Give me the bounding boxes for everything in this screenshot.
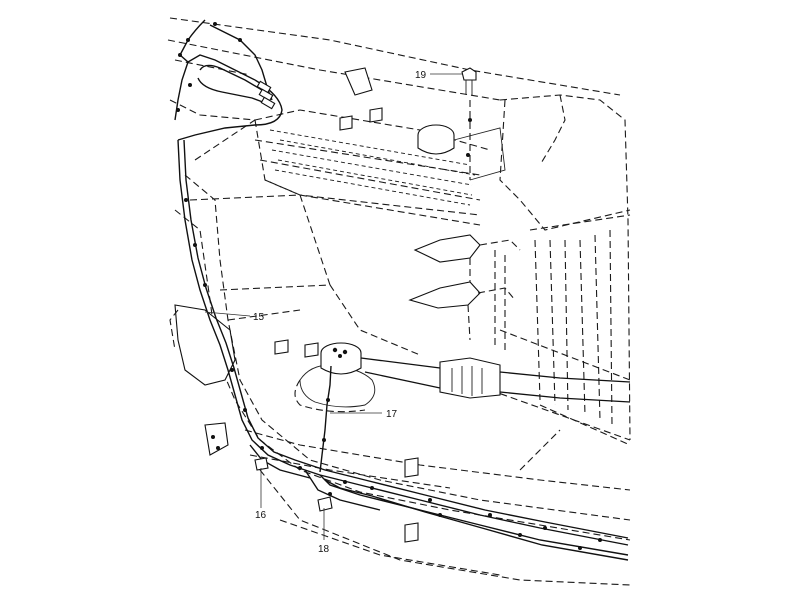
steering-gear-assembly [294,342,631,413]
lower-frame-rail [169,99,631,586]
harness-top-cluster [174,19,283,141]
part-16-clip [254,457,269,471]
callout-19: 19 [415,70,427,81]
callout-15: 15 [253,312,265,323]
part-19-fastener [461,67,477,95]
callout-17: 17 [386,409,398,420]
callout-16: 16 [255,510,267,521]
left-frame-brackets [169,67,419,543]
main-harness-run [177,139,629,561]
upper-frame-outline [167,17,621,226]
callout-15-leader [204,311,251,317]
callout-18: 18 [318,544,330,555]
part-18-clip [317,496,333,512]
mount-brackets [408,234,521,350]
axle-bracket-top [417,100,506,181]
right-crossmember-outline [489,94,631,471]
harness-branch-gear [319,365,332,473]
